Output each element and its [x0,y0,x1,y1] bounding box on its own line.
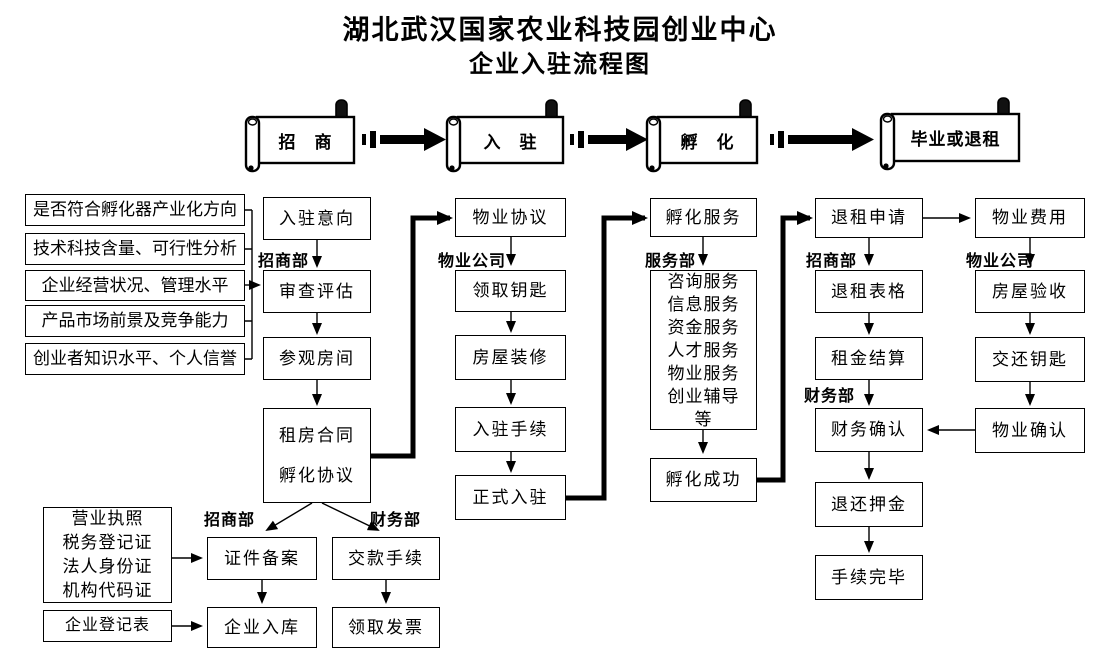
dept-label-fuwubu: 服务部 [645,251,697,270]
service-item-1: 咨询服务 [667,271,740,291]
node-tuizu-biaoge: 退租表格 [815,270,923,313]
node-wuye-feiyong: 物业费用 [975,198,1085,238]
page-subtitle: 企业入驻流程图 [469,52,651,78]
dept-label-caiwubu-1: 财务部 [804,386,856,405]
node-jiaohuan-yaoshi: 交还钥匙 [975,337,1085,382]
node-wuye-xieyi: 物业协议 [455,198,566,237]
node-wuye-queren: 物业确认 [975,408,1085,453]
node-ruzhu-yixiang: 入驻意向 [263,197,371,240]
node-zufang-hetong-fuhua-xieyi: 租房合同 孵化协议 [263,408,371,503]
node-lingqu-yaoshi: 领取钥匙 [455,270,566,312]
node-zhengshi-ruzhu: 正式入驻 [455,475,566,520]
scroll-banner-fuhua [645,99,759,173]
dept-label-caiwubu-2: 财务部 [370,510,422,529]
scroll-banner-zhaoshang [244,99,356,173]
node-document-list: 营业执照 税务登记证 法人身份证 机构代码证 [43,507,172,603]
criteria-box-3: 企业经营状况、管理水平 [25,270,245,301]
document-item-3: 法人身份证 [62,557,153,576]
node-zhengjian-beian: 证件备案 [207,537,317,580]
node-fangwu-zhuangxiu: 房屋装修 [455,335,566,380]
dept-label-zhaoshangbu-1: 招商部 [258,251,310,270]
phase-arrow-2 [570,128,648,151]
node-fuhua-chenggong: 孵化成功 [650,458,757,502]
thin-connectors [172,209,1035,631]
node-shouxu-wanbi: 手续完毕 [815,555,923,600]
phase-arrow-1 [362,128,446,151]
service-item-5: 物业服务 [667,363,740,383]
node-qiye-ruku: 企业入库 [207,607,317,648]
service-item-6: 创业辅导 [667,386,740,406]
node-ruzhu-shouxu: 入驻手续 [455,407,566,452]
criteria-box-4: 产品市场前景及竞争能力 [25,305,245,337]
document-item-1: 营业执照 [71,509,144,528]
node-jiaokuan-shouxu: 交款手续 [332,537,440,580]
thick-connectors [371,211,813,501]
scroll-banner-biye-tuizu [879,97,1021,171]
criteria-box-2: 技术科技含量、可行性分析 [25,233,245,265]
contract-line-1: 租房合同 [279,425,355,445]
phase-label-ruzhu: 入 驻 [483,132,538,152]
node-qiye-dengjibiao: 企业登记表 [43,610,172,642]
page-title: 湖北武汉国家农业科技园创业中心 [342,15,778,45]
node-tuizu-shenqing: 退租申请 [815,198,923,238]
node-zujin-jiesuan: 租金结算 [815,337,923,380]
service-item-7: 等 [694,409,713,429]
service-item-4: 人才服务 [667,340,740,360]
document-item-2: 税务登记证 [62,533,153,552]
service-item-3: 资金服务 [667,317,740,337]
service-item-2: 信息服务 [667,294,740,314]
phase-arrow-3 [770,128,874,151]
node-canguan-fangjian: 参观房间 [263,337,371,380]
dept-label-wuyegongsi-1: 物业公司 [438,251,507,270]
dept-label-zhaoshangbu-3: 招商部 [204,510,256,529]
phase-label-zhaoshang: 招 商 [278,132,333,152]
node-lingqu-fapiao: 领取发票 [332,607,440,648]
node-tuihuan-yajin: 退还押金 [815,482,923,527]
contract-line-2: 孵化协议 [279,465,355,485]
scroll-banner-ruzhu [445,99,565,173]
phase-label-fuhua: 孵 化 [680,132,735,152]
node-service-list: 咨询服务 信息服务 资金服务 人才服务 物业服务 创业辅导 等 [650,270,757,430]
node-shencha-pinggu: 审查评估 [263,270,371,313]
phase-label-biye-tuizu: 毕业或退租 [910,129,1001,149]
criteria-box-1: 是否符合孵化器产业化方向 [25,194,245,226]
dept-label-wuyegongsi-2: 物业公司 [966,251,1035,270]
document-item-4: 机构代码证 [62,581,153,600]
node-fangwu-yanshou: 房屋验收 [975,270,1085,313]
dept-label-zhaoshangbu-2: 招商部 [806,251,858,270]
node-fuhua-fuwu: 孵化服务 [650,198,757,237]
node-caiwu-queren: 财务确认 [815,408,923,452]
criteria-box-5: 创业者知识水平、个人信誉 [25,343,245,375]
